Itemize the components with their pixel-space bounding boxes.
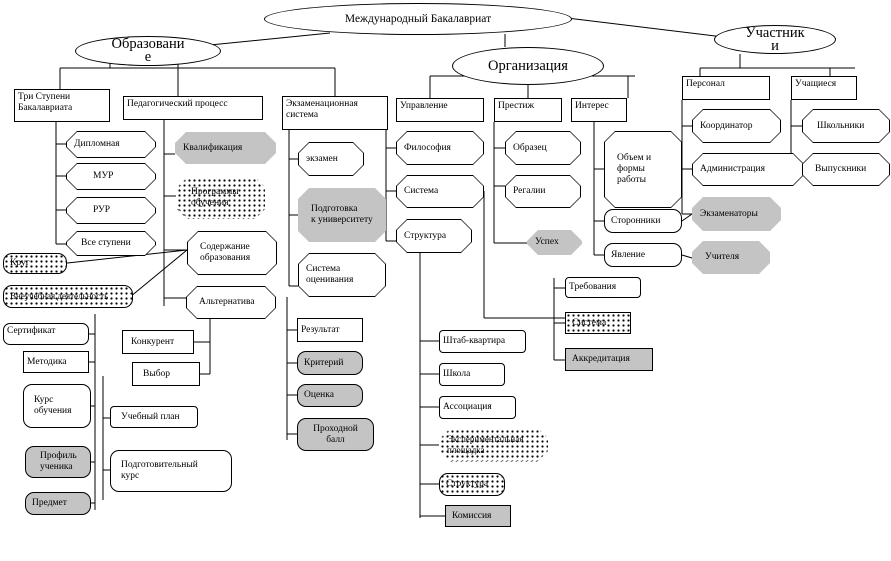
regalii-node: Регалии (505, 175, 581, 208)
connector-line (209, 32, 331, 46)
vypuskniki-node: Выпускники (802, 153, 890, 186)
uchastniki-node: Участник и (714, 25, 836, 54)
root-node: Международный Бакалавриат (264, 3, 572, 35)
kurs-obucheniya-node: Курс обучения (23, 384, 91, 428)
administraciya-node: Администрация (692, 153, 804, 186)
koordinator-node: Координатор (692, 109, 781, 143)
pyp-node: РУР (66, 197, 156, 224)
vneuchebnaya-node: Внеучебная деятельность (3, 285, 133, 308)
programmy-node: Программы обучения (176, 177, 266, 219)
uspeh-node: Успех (527, 230, 582, 255)
prohodnoy-node: Проходной балл (297, 418, 374, 451)
prestizh-node: Престиж (494, 98, 562, 122)
rezultat-node: Результат (297, 318, 363, 342)
shkolniki-node: Школьники (802, 109, 890, 143)
connector-line (129, 249, 188, 298)
shkola-node: Школа (439, 363, 505, 386)
obrazovanie-node: Образовани е (75, 36, 221, 66)
krug-node: Круг (3, 253, 67, 274)
eksper-ploshchadka-node: Экспериментальная площадка (439, 428, 549, 462)
podgotovka-node: Подготовка к университету (298, 188, 386, 242)
interes-node: Интерес (571, 98, 627, 122)
struktura-node: Структура (396, 219, 472, 253)
obyom-node: Объем и формы работы (604, 131, 682, 208)
sertifikat-node: Сертификат (3, 323, 89, 345)
upravlenie-node: Управление (396, 98, 484, 122)
ekzamen-node: экзамен (298, 142, 364, 176)
uchashchiesya-node: Учащиеся (791, 76, 857, 100)
profil-node: Профиль ученика (25, 446, 91, 478)
storonniki-node: Сторонники (604, 209, 682, 233)
tri-stupeni-node: Три Ступени Бакалавриата (14, 89, 110, 122)
akkreditaciya-node: Аккредитация (565, 348, 653, 371)
sistema-node: Система (396, 175, 484, 208)
kvalifikaciya-node: Квалификация (175, 132, 276, 164)
diplomnaya-node: Дипломная (66, 131, 156, 158)
vse-stupeni-node: Все ступени (66, 231, 156, 256)
organizaciya-node: Организация (452, 47, 604, 85)
metodika-node: Методика (23, 351, 89, 373)
ekzamenatory-node: Экзаменаторы (692, 197, 781, 231)
uchitelya-node: Учителя (692, 241, 770, 274)
ped-process-node: Педагогический процесс (123, 96, 263, 120)
predmet-node: Предмет (25, 492, 91, 515)
uchebny-plan-node: Учебный план (110, 406, 198, 428)
personal-node: Персонал (682, 76, 770, 100)
connector-line (681, 254, 693, 259)
obrazec-node: Образец (505, 131, 581, 165)
kriteriy-node: Критерий (297, 351, 363, 375)
ekzam-sistema-node: Экзаменационная система (282, 96, 388, 130)
trebovaniya-node: Требования (565, 277, 641, 298)
komissiya-node: Комиссия (445, 505, 511, 527)
sistema2-node: Система (565, 312, 631, 334)
associaciya-node: Ассоциация (439, 396, 516, 419)
yavlenie-node: Явление (604, 243, 682, 267)
connector-line (681, 213, 693, 222)
sistema-ocen-node: Система оценивания (298, 253, 386, 297)
shtab-node: Штаб-квартира (439, 330, 526, 353)
connector-line (566, 17, 741, 40)
soderzhanie-node: Содержание образования (187, 231, 277, 275)
konkurent-node: Конкурент (122, 330, 194, 354)
alternativa-node: Альтернатива (186, 286, 276, 319)
ocenka-node: Оценка (297, 384, 363, 407)
podgot-kurs-node: Подготовительный курс (110, 450, 232, 492)
vybor-node: Выбор (132, 362, 200, 386)
filosofiya-node: Философия (396, 131, 484, 165)
myp-node: МУР (66, 163, 156, 190)
struktura2-node: Структура (439, 473, 505, 496)
